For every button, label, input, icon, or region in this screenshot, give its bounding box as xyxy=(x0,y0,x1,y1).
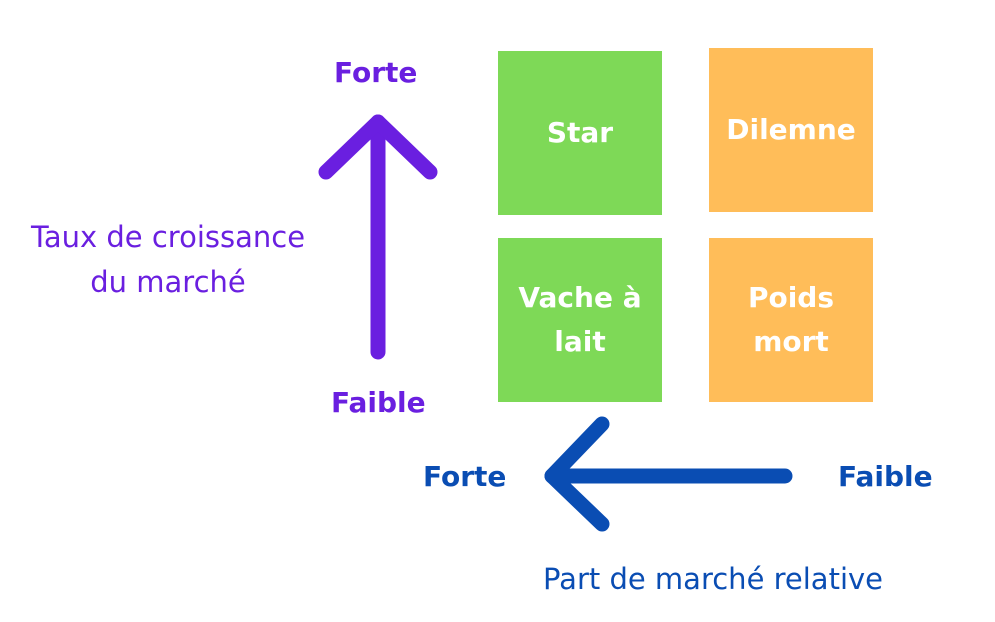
quadrant-poids-mort: Poids mort xyxy=(709,238,873,402)
horizontal-arrow-icon xyxy=(544,416,793,532)
share-low-label: Faible xyxy=(838,460,933,493)
growth-axis-title: Taux de croissance du marché xyxy=(30,220,306,299)
share-axis-title: Part de marché relative xyxy=(543,562,884,596)
quadrant-dilemne: Dilemne xyxy=(709,48,873,212)
growth-high-label: Forte xyxy=(334,56,418,89)
quadrant-vache-a-lait: Vache à lait xyxy=(498,238,662,402)
vertical-arrow-icon xyxy=(318,114,438,360)
share-high-label: Forte xyxy=(423,460,507,493)
quadrant-star: Star xyxy=(498,51,662,215)
growth-low-label: Faible xyxy=(331,386,426,419)
